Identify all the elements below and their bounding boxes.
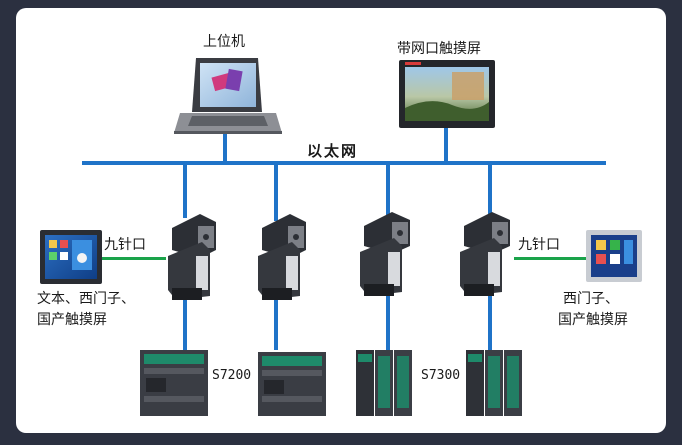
label-touch-ethernet: 带网口触摸屏 [397, 41, 481, 57]
plc-s7200-icon [140, 350, 208, 416]
label-left-hmi-line2: 国产触摸屏 [37, 312, 107, 328]
drop-touch [444, 128, 448, 163]
laptop-icon [174, 58, 282, 134]
serial-link-left [99, 257, 166, 260]
ethernet-adapter-icon [360, 212, 410, 296]
plc-s7300-icon [466, 350, 522, 416]
link-plc-4 [488, 296, 492, 350]
drop-adapter-3 [386, 163, 390, 215]
ethernet-bus [82, 128, 606, 350]
label-plc-s7200: S7200 [212, 368, 252, 383]
link-plc-2 [274, 300, 278, 350]
ethernet-adapter-icon [460, 212, 510, 296]
link-plc-1 [183, 300, 187, 350]
touch-panel-icon [399, 60, 495, 128]
label-plc-s7300: S7300 [421, 368, 461, 383]
drop-pc [223, 132, 227, 163]
label-nine-pin-left: 九针口 [104, 237, 146, 253]
hmi-screen-icon [586, 230, 642, 282]
ethernet-adapter-icon [168, 214, 216, 300]
label-pc: 上位机 [203, 34, 245, 50]
drop-adapter-1 [183, 163, 187, 218]
drop-adapter-2 [274, 163, 278, 221]
serial-link-right [514, 257, 590, 260]
label-left-hmi-line1: 文本、西门子、 [37, 291, 135, 307]
label-nine-pin-right: 九针口 [518, 237, 560, 253]
hmi-screen-icon [40, 230, 102, 284]
bus-line [82, 161, 606, 165]
diagram-panel [16, 8, 666, 433]
plc-s7200-icon [258, 352, 326, 416]
link-plc-3 [386, 296, 390, 350]
ethernet-adapter-icon [258, 214, 306, 300]
drop-adapter-4 [488, 163, 492, 218]
plc-s7300-icon [356, 350, 412, 416]
label-right-hmi-line2: 国产触摸屏 [558, 312, 628, 328]
label-ethernet-bus: 以太网 [307, 142, 359, 160]
label-right-hmi-line1: 西门子、 [563, 291, 619, 307]
